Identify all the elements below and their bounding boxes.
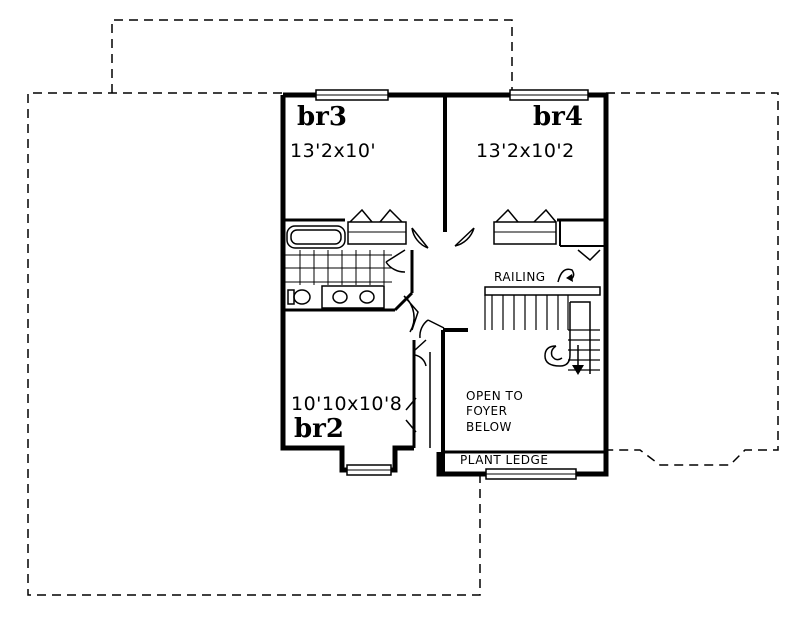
closet-br4 — [493, 208, 557, 245]
exterior-walls — [280, 92, 609, 477]
room-name-br3: br3 — [297, 102, 347, 132]
room-size-br2: 10'10x10'8 — [291, 393, 402, 415]
open-to-foyer-line3: BELOW — [466, 420, 512, 434]
bathroom — [285, 225, 392, 309]
doors — [385, 227, 601, 433]
room-name-br2: br2 — [294, 414, 344, 444]
room-size-br3: 13'2x10' — [290, 140, 376, 162]
staircase — [484, 286, 601, 375]
open-to-foyer-line2: FOYER — [466, 404, 507, 418]
railing-label: RAILING — [494, 270, 546, 284]
open-to-foyer-line1: OPEN TO — [466, 389, 523, 403]
room-name-br4: br4 — [533, 102, 583, 132]
closet-br3 — [347, 208, 407, 245]
roof-outline — [27, 19, 779, 596]
railing-arrow — [557, 268, 575, 283]
room-size-br4: 13'2x10'2 — [476, 140, 575, 162]
plant-ledge-label: PLANT LEDGE — [460, 453, 548, 467]
windows — [315, 89, 589, 480]
